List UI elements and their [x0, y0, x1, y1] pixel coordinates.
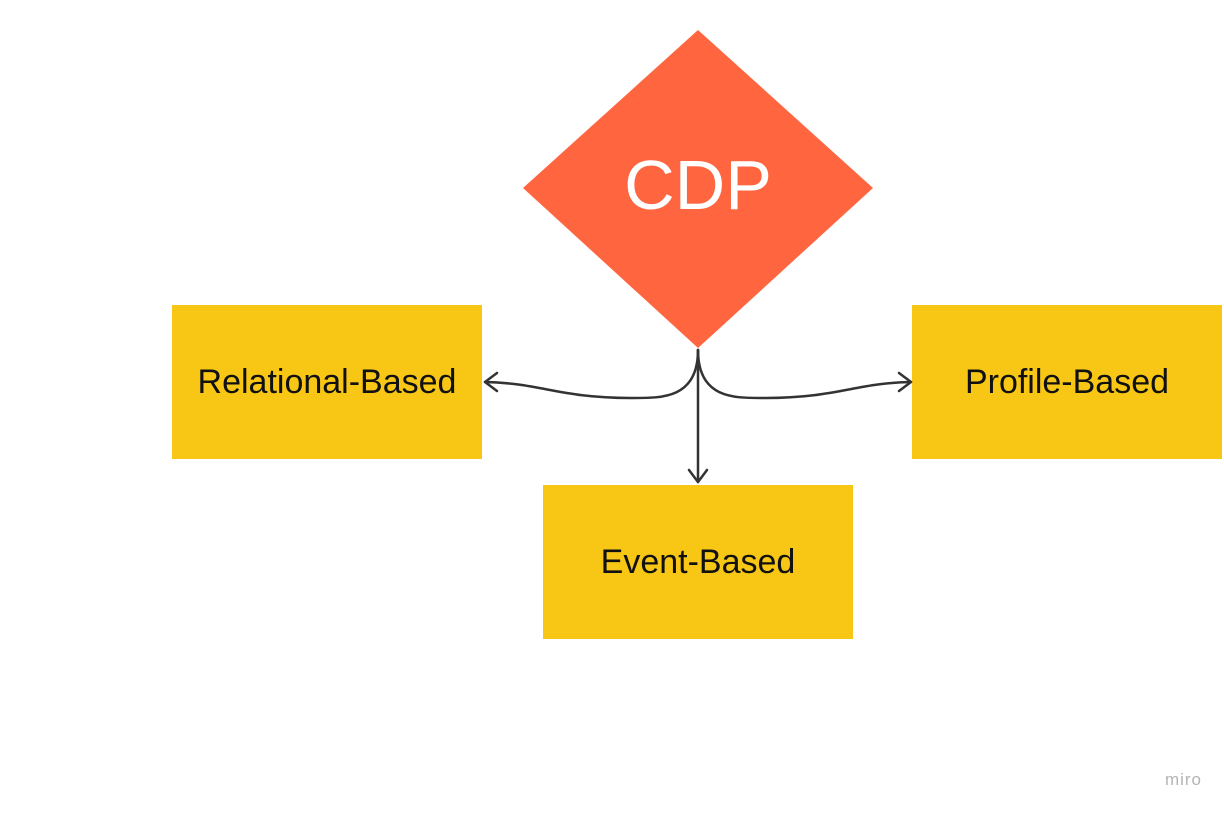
profile-based-box-shape[interactable] — [912, 305, 1222, 459]
connectors-group — [483, 348, 913, 484]
relational-based-node[interactable]: Relational-Based — [172, 305, 482, 459]
arrowhead-profile — [897, 371, 913, 393]
event-based-box-shape[interactable] — [543, 485, 853, 639]
cdp-label: CDP — [624, 146, 772, 224]
profile-based-node[interactable]: Profile-Based — [912, 305, 1222, 459]
cdp-diamond[interactable] — [523, 30, 873, 348]
relational-based-label: Relational-Based — [197, 362, 457, 401]
connector-cdp-to-relational[interactable] — [483, 348, 700, 400]
relational-based-box-shape[interactable] — [172, 305, 482, 459]
profile-based-label: Profile-Based — [964, 362, 1170, 401]
arrowhead-relational — [483, 371, 499, 393]
arrowhead-event — [687, 468, 709, 484]
connector-cdp-to-profile[interactable] — [696, 348, 913, 400]
event-based-label: Event-Based — [600, 542, 796, 581]
miro-watermark: miro — [1164, 770, 1202, 789]
event-based-node[interactable]: Event-Based — [543, 485, 853, 639]
